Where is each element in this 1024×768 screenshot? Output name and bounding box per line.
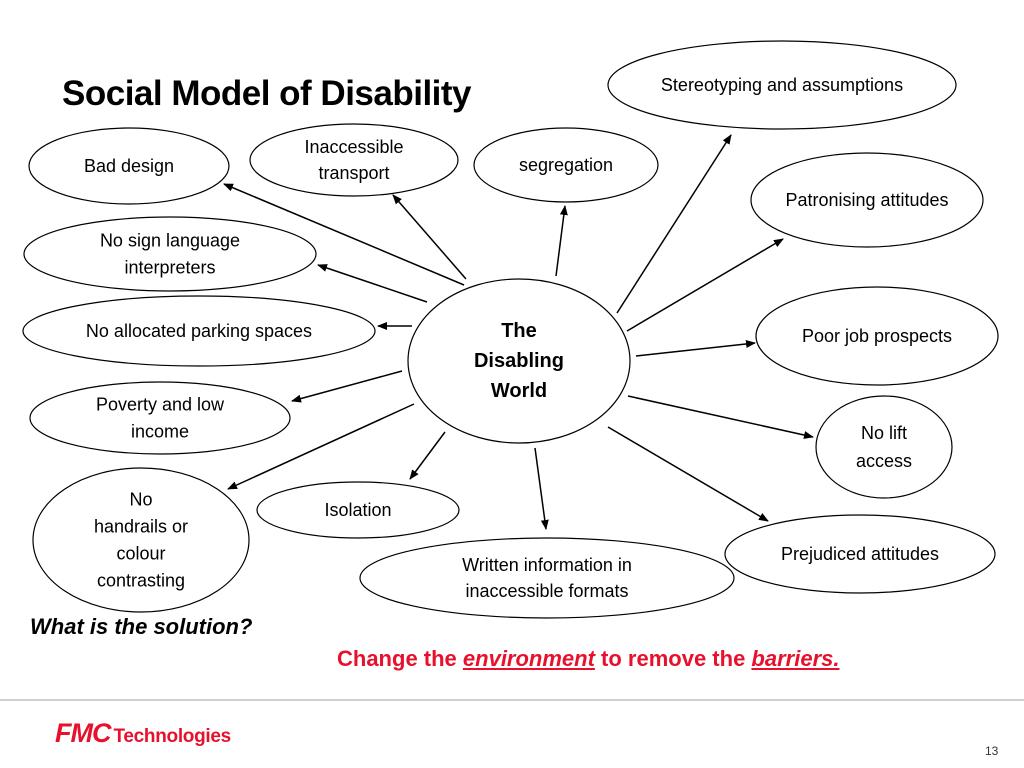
solution-question: What is the solution? xyxy=(30,614,253,639)
barrier-oval-written-info xyxy=(359,537,735,619)
barrier-label-no-sign-language-line-1: interpreters xyxy=(124,258,215,278)
barrier-label-no-parking-line-0: No allocated parking spaces xyxy=(86,321,312,341)
answer-part-1: Change the xyxy=(337,646,463,671)
arrow-to-patronising xyxy=(626,238,784,332)
barrier-node-poor-job: Poor job prospects xyxy=(755,286,999,386)
barrier-node-patronising: Patronising attitudes xyxy=(750,152,984,248)
page-number: 13 xyxy=(985,744,999,758)
barrier-oval-inaccessible-transport xyxy=(249,123,459,197)
center-oval xyxy=(407,278,631,444)
barrier-node-segregation: segregation xyxy=(473,127,659,203)
barrier-label-patronising-line-0: Patronising attitudes xyxy=(785,190,948,210)
barrier-label-poor-job-line-0: Poor job prospects xyxy=(802,326,952,346)
barrier-label-stereotyping-line-0: Stereotyping and assumptions xyxy=(661,75,903,95)
barrier-label-written-info-line-1: inaccessible formats xyxy=(465,581,628,601)
barrier-node-poverty: Poverty and low income xyxy=(29,381,291,455)
barrier-oval-patronising xyxy=(750,152,984,248)
arrows xyxy=(223,134,814,530)
barrier-node-written-info: Written information in inaccessible forma… xyxy=(359,537,735,619)
logo-mark: FMC xyxy=(55,718,111,748)
barrier-label-no-lift-line-0: No lift xyxy=(861,423,907,443)
barrier-label-no-handrails-line-0: No xyxy=(129,490,152,510)
barrier-label-segregation-line-0: segregation xyxy=(519,155,613,175)
barrier-oval-no-sign-language xyxy=(23,216,317,292)
arrow-to-stereotyping xyxy=(616,134,732,314)
barrier-oval-no-parking xyxy=(22,295,376,367)
center-label-line-1: Disabling xyxy=(474,350,564,372)
barrier-oval-stereotyping xyxy=(607,40,957,130)
arrow-to-written-info xyxy=(534,447,549,530)
center-label-line-2: World xyxy=(491,380,547,402)
arrow-to-isolation xyxy=(409,431,446,480)
barrier-oval-poor-job xyxy=(755,286,999,386)
solution-answer: Change the environment to remove the bar… xyxy=(337,646,839,672)
slide-title: Social Model of Disability xyxy=(62,74,472,113)
barrier-node-prejudiced: Prejudiced attitudes xyxy=(724,514,996,594)
barrier-node-no-handrails: No handrails or colour contrasting xyxy=(32,467,250,613)
arrow-to-bad-design xyxy=(223,183,465,286)
arrow-to-no-lift xyxy=(627,395,814,439)
barrier-label-no-handrails-line-1: handrails or xyxy=(94,517,188,537)
arrow-to-inaccessible-transport xyxy=(392,194,467,280)
barrier-node-no-parking: No allocated parking spaces xyxy=(22,295,376,367)
barrier-label-no-handrails-line-3: contrasting xyxy=(97,571,185,591)
answer-barriers: barriers. xyxy=(751,646,840,671)
center-label-line-0: The xyxy=(501,320,537,342)
arrow-to-poverty xyxy=(291,370,403,403)
barrier-label-isolation-line-0: Isolation xyxy=(324,500,391,520)
barrier-label-written-info-line-0: Written information in xyxy=(462,555,632,575)
barrier-node-inaccessible-transport: Inaccessible transport xyxy=(249,123,459,197)
barrier-label-poverty-line-1: income xyxy=(131,422,189,442)
barrier-label-inaccessible-transport-line-0: Inaccessible xyxy=(304,137,403,157)
barrier-label-no-handrails-line-2: colour xyxy=(116,544,165,564)
barrier-oval-bad-design xyxy=(28,127,230,205)
barrier-oval-segregation xyxy=(473,127,659,203)
barrier-label-no-sign-language-line-0: No sign language xyxy=(100,231,240,251)
arrow-to-segregation xyxy=(555,205,568,277)
barrier-node-bad-design: Bad design xyxy=(28,127,230,205)
barrier-label-poverty-line-0: Poverty and low xyxy=(96,395,225,415)
arrow-to-no-handrails xyxy=(227,403,415,490)
barrier-oval-no-handrails xyxy=(32,467,250,613)
arrow-to-no-sign-language xyxy=(317,264,428,303)
barrier-label-bad-design-line-0: Bad design xyxy=(84,156,174,176)
arrow-to-prejudiced xyxy=(607,426,769,522)
fmc-technologies-logo: FMC Technologies xyxy=(55,718,231,749)
barrier-label-no-lift-line-1: access xyxy=(856,451,912,471)
barrier-oval-isolation xyxy=(256,481,460,539)
barrier-oval-poverty xyxy=(29,381,291,455)
barrier-node-no-lift: No lift access xyxy=(815,395,953,499)
arrow-to-poor-job xyxy=(635,340,756,357)
barrier-node-stereotyping: Stereotyping and assumptions xyxy=(607,40,957,130)
barrier-node-isolation: Isolation xyxy=(256,481,460,539)
barrier-node-no-sign-language: No sign language interpreters xyxy=(23,216,317,292)
answer-environment: environment xyxy=(462,646,595,671)
barrier-label-prejudiced-line-0: Prejudiced attitudes xyxy=(781,544,939,564)
barrier-label-inaccessible-transport-line-1: transport xyxy=(318,163,389,183)
logo-text: Technologies xyxy=(113,726,231,747)
answer-part-2: to remove the xyxy=(594,646,752,671)
barrier-oval-no-lift xyxy=(815,395,953,499)
barrier-oval-prejudiced xyxy=(724,514,996,594)
